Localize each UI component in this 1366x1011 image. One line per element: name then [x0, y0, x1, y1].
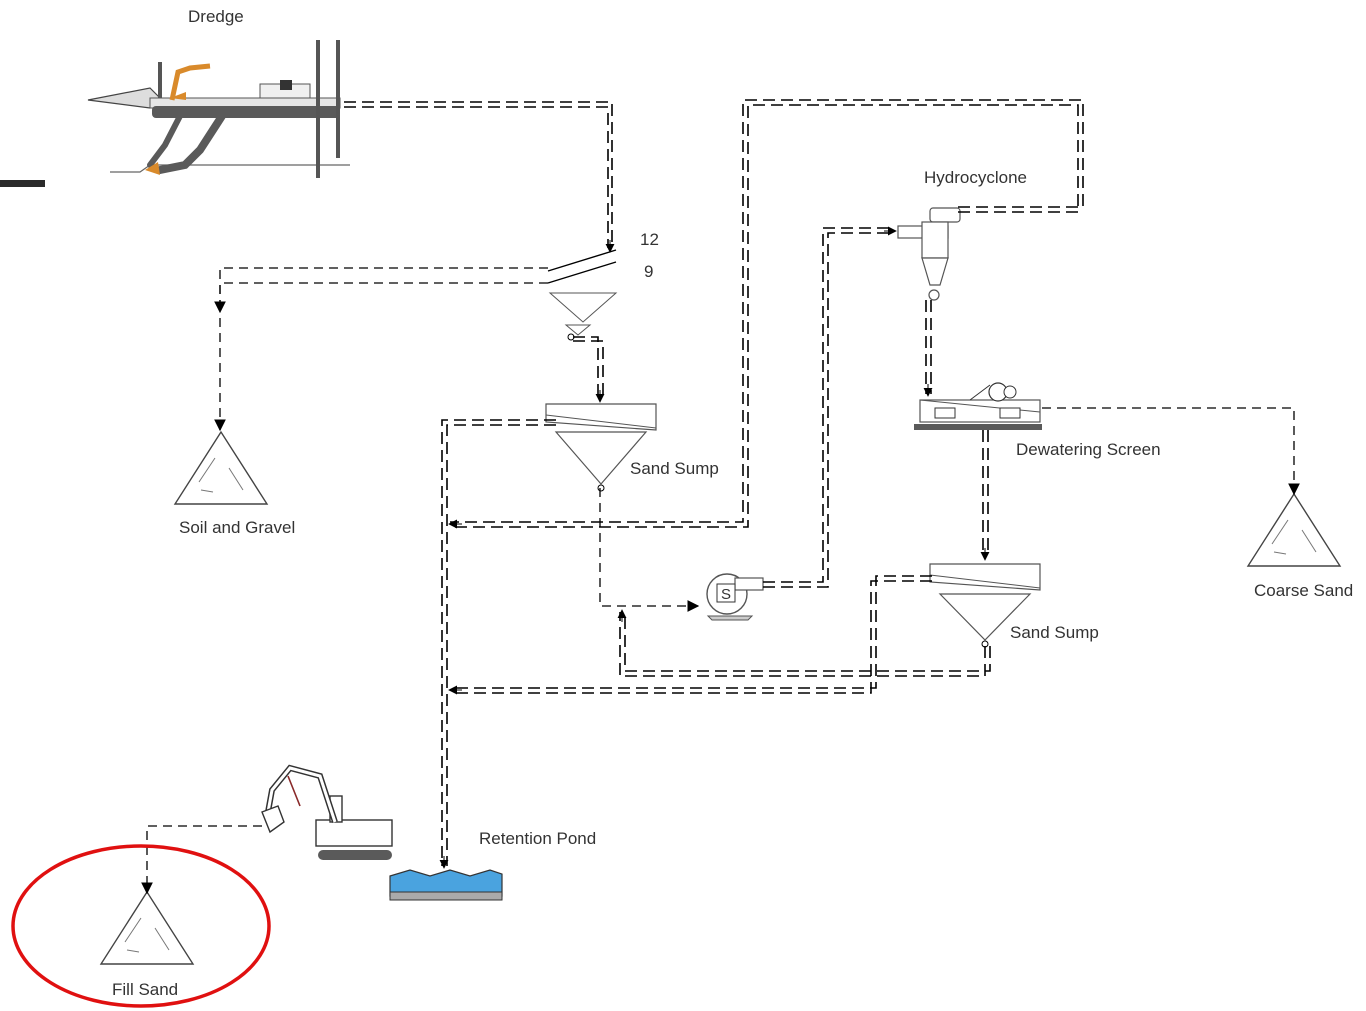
label-sand-sump-2: Sand Sump: [1010, 623, 1099, 642]
retention-pond-icon: [389, 869, 503, 901]
vibrating-screen-icon: [547, 249, 618, 341]
label-dewatering-screen: Dewatering Screen: [1016, 440, 1161, 459]
label-screen-bottom: 9: [644, 262, 654, 281]
label-screen-top: 12: [640, 230, 659, 249]
thin-flow-lines: [141, 267, 1300, 895]
dewatering-screen-icon: [914, 382, 1042, 430]
stockpile-coarse-sand-icon: [1246, 492, 1342, 567]
label-hydrocyclone: Hydrocyclone: [924, 168, 1027, 187]
label-soil-and-gravel: Soil and Gravel: [179, 518, 296, 537]
dredge-icon: [87, 40, 350, 178]
label-coarse-sand: Coarse Sand: [1254, 581, 1354, 600]
label-retention-pond: Retention Pond: [479, 829, 597, 848]
pump-icon: S: [706, 573, 764, 621]
stockpile-fill-sand-icon: [99, 890, 195, 965]
excavator-icon: [261, 764, 393, 860]
label-sand-sump-1: Sand Sump: [630, 459, 719, 478]
label-dredge: Dredge: [188, 7, 244, 26]
stockpile-soil-gravel-icon: [173, 430, 269, 505]
thick-flow-lines: [344, 99, 1084, 869]
label-fill-sand: Fill Sand: [112, 980, 179, 999]
pump-symbol: S: [721, 586, 731, 603]
highlight-ring: [11, 844, 271, 1008]
sand-sump-1-icon: [545, 403, 657, 492]
hydrocyclone-icon: [897, 207, 961, 301]
edge-bar: [0, 180, 45, 187]
